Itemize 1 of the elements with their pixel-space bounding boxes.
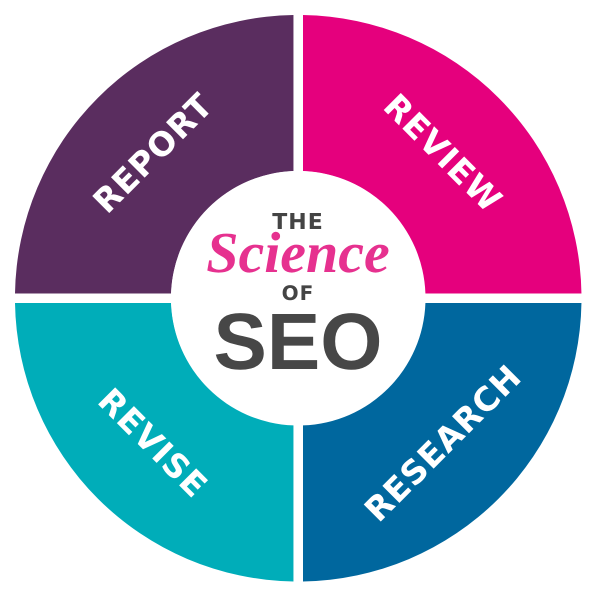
heading-word: OF bbox=[282, 283, 314, 303]
